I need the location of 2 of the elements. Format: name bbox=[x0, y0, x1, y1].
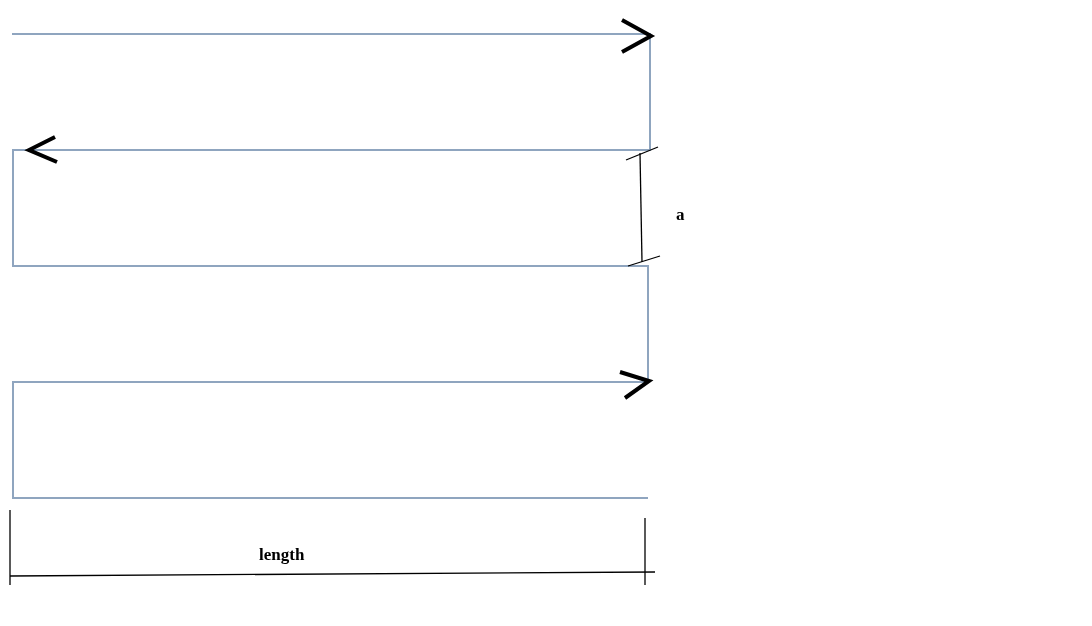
dimension-label: length bbox=[259, 546, 305, 563]
dimension-label: a bbox=[676, 206, 685, 223]
